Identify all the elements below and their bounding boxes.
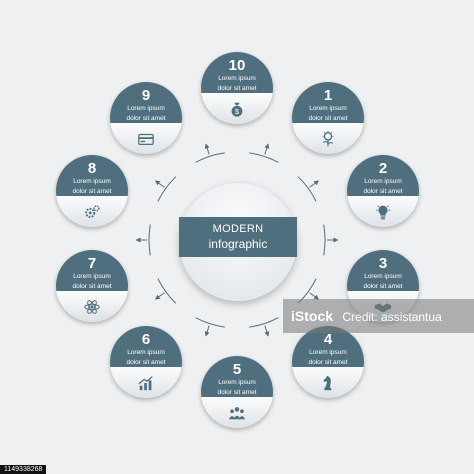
stock-id: 1149338268 xyxy=(0,465,47,474)
step-text-line1: Lorem ipsum xyxy=(73,178,111,185)
step-node-8: 8 Lorem ipsum dolor sit amet xyxy=(56,155,128,227)
step-number: 9 xyxy=(141,87,151,104)
step-text-line2: dolor sit amet xyxy=(217,388,257,396)
ring-arc-segment xyxy=(297,176,317,202)
step-number: 2 xyxy=(378,160,388,177)
step-text-line2: dolor sit amet xyxy=(363,187,403,195)
step-text-line2: dolor sit amet xyxy=(217,84,257,92)
step-node-4: 4 Lorem ipsum dolor sit amet xyxy=(292,326,364,398)
ring-arc-segment xyxy=(249,317,279,328)
step-text-line1: Lorem ipsum xyxy=(218,379,256,386)
step-number: 3 xyxy=(378,255,388,272)
step-text-line1: Lorem ipsum xyxy=(309,349,347,356)
watermark-credit: Credit: assistantua xyxy=(342,310,442,324)
step-number: 5 xyxy=(232,361,242,378)
gears-icon xyxy=(85,204,100,218)
step-text-line2: dolor sit amet xyxy=(126,114,166,122)
ring-arc-segment xyxy=(157,176,177,202)
chess-knight-icon xyxy=(323,375,332,390)
step-node-5: 5 Lorem ipsum dolor sit amet xyxy=(201,356,273,428)
step-text-line1: Lorem ipsum xyxy=(309,105,347,112)
step-text-line1: Lorem ipsum xyxy=(127,349,165,356)
step-text-line2: dolor sit amet xyxy=(363,282,403,290)
step-node-1: 1 Lorem ipsum dolor sit amet xyxy=(292,82,364,154)
step-node-7: 7 Lorem ipsum dolor sit amet xyxy=(56,250,128,322)
ring-arrow xyxy=(204,325,210,337)
ring-arrow xyxy=(264,143,270,155)
watermark-logo: iStock xyxy=(291,308,334,324)
ring-arc-segment xyxy=(323,224,326,256)
center-subtitle: infographic xyxy=(208,237,268,251)
stock-watermark: iStock Credit: assistantua xyxy=(283,299,474,333)
step-text-line1: Lorem ipsum xyxy=(218,75,256,82)
ring-arrow xyxy=(309,292,320,300)
step-text-line1: Lorem ipsum xyxy=(73,273,111,280)
lightbulb-icon xyxy=(375,204,391,219)
step-text-line2: dolor sit amet xyxy=(72,282,112,290)
step-text-line1: Lorem ipsum xyxy=(127,105,165,112)
step-text-line1: Lorem ipsum xyxy=(364,273,402,280)
step-node-9: 9 Lorem ipsum dolor sit amet xyxy=(110,82,182,154)
step-number: 8 xyxy=(87,160,97,177)
step-node-6: 6 Lorem ipsum dolor sit amet xyxy=(110,326,182,398)
credit-card-icon xyxy=(138,133,154,145)
ring-arrow xyxy=(154,292,165,300)
step-text-line2: dolor sit amet xyxy=(308,358,348,366)
ring-arc-segment xyxy=(195,152,225,163)
ring-arc-segment xyxy=(249,152,279,163)
step-node-2: 2 Lorem ipsum dolor sit amet xyxy=(347,155,419,227)
step-number: 7 xyxy=(87,255,97,272)
center-hub: MODERN infographic xyxy=(179,183,297,301)
ring-arrow xyxy=(309,180,320,188)
center-title: MODERN xyxy=(212,223,264,235)
step-number: 10 xyxy=(228,57,246,74)
atom-icon xyxy=(84,299,100,314)
step-text-line1: Lorem ipsum xyxy=(364,178,402,185)
ring-arc-segment xyxy=(157,278,177,304)
growth-chart-icon xyxy=(138,375,153,390)
step-text-line2: dolor sit amet xyxy=(126,358,166,366)
svg-text:$: $ xyxy=(235,106,239,115)
step-text-line2: dolor sit amet xyxy=(308,114,348,122)
center-band: MODERN infographic xyxy=(179,217,297,257)
ring-arc-segment xyxy=(195,317,225,328)
ring-arrow xyxy=(154,180,165,188)
ring-arc-segment xyxy=(148,224,151,256)
team-icon xyxy=(228,406,246,419)
step-number: 6 xyxy=(141,331,151,348)
step-node-10: 10 Lorem ipsum dolor sit amet $ xyxy=(201,52,273,124)
ring-arrow xyxy=(204,143,210,155)
step-text-line2: dolor sit amet xyxy=(72,187,112,195)
ring-arrow xyxy=(264,325,270,337)
idea-plant-icon xyxy=(322,130,334,146)
money-bag-icon: $ xyxy=(231,102,243,117)
step-number: 1 xyxy=(323,87,333,104)
step-number: 4 xyxy=(323,331,333,348)
